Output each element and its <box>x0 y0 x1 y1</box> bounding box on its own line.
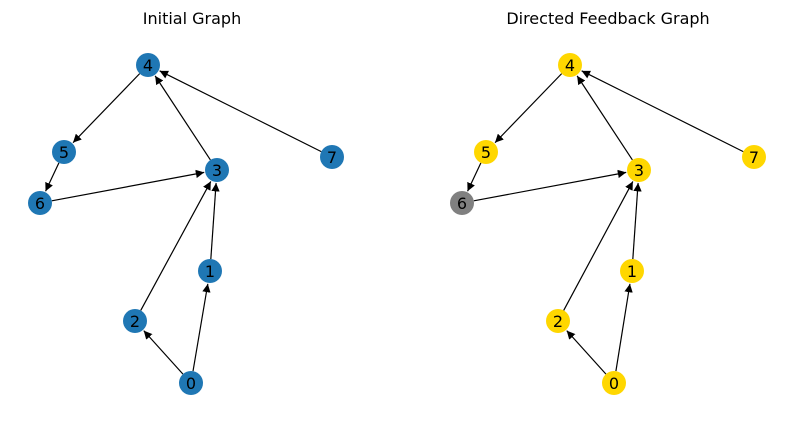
node-4: 4 <box>136 53 160 77</box>
node-3: 3 <box>627 158 651 182</box>
node-label: 5 <box>59 143 69 162</box>
node-label: 1 <box>205 262 215 281</box>
node-label: 1 <box>627 262 637 281</box>
edge-5-to-6 <box>44 162 60 192</box>
node-label: 7 <box>749 148 759 167</box>
node-label: 0 <box>186 374 196 393</box>
node-circle <box>742 145 766 169</box>
node-label: 6 <box>35 194 45 213</box>
node-7: 7 <box>320 145 344 169</box>
node-circle <box>620 259 644 283</box>
node-label: 7 <box>327 148 337 167</box>
edge-1-to-3 <box>210 182 220 260</box>
node-circle <box>627 158 651 182</box>
initial-graph-edges <box>44 70 322 375</box>
node-1: 1 <box>620 259 644 283</box>
node-circle <box>52 140 76 164</box>
node-7: 7 <box>742 145 766 169</box>
node-label: 0 <box>609 374 619 393</box>
feedback-graph-panel: Directed Feedback Graph 0 1 2 3 4 5 6 7 <box>450 9 766 395</box>
node-label: 6 <box>457 194 467 213</box>
node-4: 4 <box>558 53 582 77</box>
node-6: 6 <box>450 191 474 215</box>
edge-0-to-1 <box>615 283 633 372</box>
edge-7-to-4 <box>159 70 322 153</box>
node-circle <box>320 145 344 169</box>
edge-0-to-1 <box>192 283 211 372</box>
feedback-graph-edges <box>466 70 744 375</box>
edge-4-to-5 <box>72 73 141 144</box>
node-circle <box>474 140 498 164</box>
edge-6-to-3 <box>473 169 627 202</box>
initial-graph-panel: Initial Graph 0 1 2 3 4 5 6 7 <box>28 9 344 395</box>
node-circle <box>450 191 474 215</box>
edge-2-to-3 <box>140 181 212 311</box>
node-circle <box>136 53 160 77</box>
edge-3-to-4 <box>576 75 633 161</box>
node-5: 5 <box>474 140 498 164</box>
node-circle <box>205 158 229 182</box>
node-circle <box>123 309 147 333</box>
node-label: 2 <box>553 312 563 331</box>
edge-0-to-2 <box>566 330 607 375</box>
node-label: 3 <box>212 161 222 180</box>
feedback-graph-nodes: 0 1 2 3 4 5 6 7 <box>450 53 766 395</box>
edge-6-to-3 <box>51 169 205 202</box>
node-circle <box>28 191 52 215</box>
edge-1-to-3 <box>632 182 642 260</box>
edge-3-to-4 <box>154 75 211 161</box>
node-circle <box>546 309 570 333</box>
node-circle <box>179 371 203 395</box>
node-circle <box>198 259 222 283</box>
node-2: 2 <box>123 309 147 333</box>
node-6: 6 <box>28 191 52 215</box>
node-1: 1 <box>198 259 222 283</box>
node-label: 2 <box>130 312 140 331</box>
node-circle <box>558 53 582 77</box>
edge-2-to-3 <box>563 181 634 311</box>
node-3: 3 <box>205 158 229 182</box>
node-0: 0 <box>179 371 203 395</box>
edge-4-to-5 <box>494 73 563 144</box>
node-label: 3 <box>634 161 644 180</box>
edge-0-to-2 <box>143 330 184 375</box>
node-circle <box>602 371 626 395</box>
node-label: 4 <box>565 56 575 75</box>
edge-7-to-4 <box>581 70 744 153</box>
edge-5-to-6 <box>466 162 482 192</box>
initial-graph-nodes: 0 1 2 3 4 5 6 7 <box>28 53 344 395</box>
node-2: 2 <box>546 309 570 333</box>
node-label: 4 <box>143 56 153 75</box>
feedback-graph-title: Directed Feedback Graph <box>506 9 709 28</box>
node-5: 5 <box>52 140 76 164</box>
initial-graph-title: Initial Graph <box>143 9 241 28</box>
node-label: 5 <box>481 143 491 162</box>
node-0: 0 <box>602 371 626 395</box>
